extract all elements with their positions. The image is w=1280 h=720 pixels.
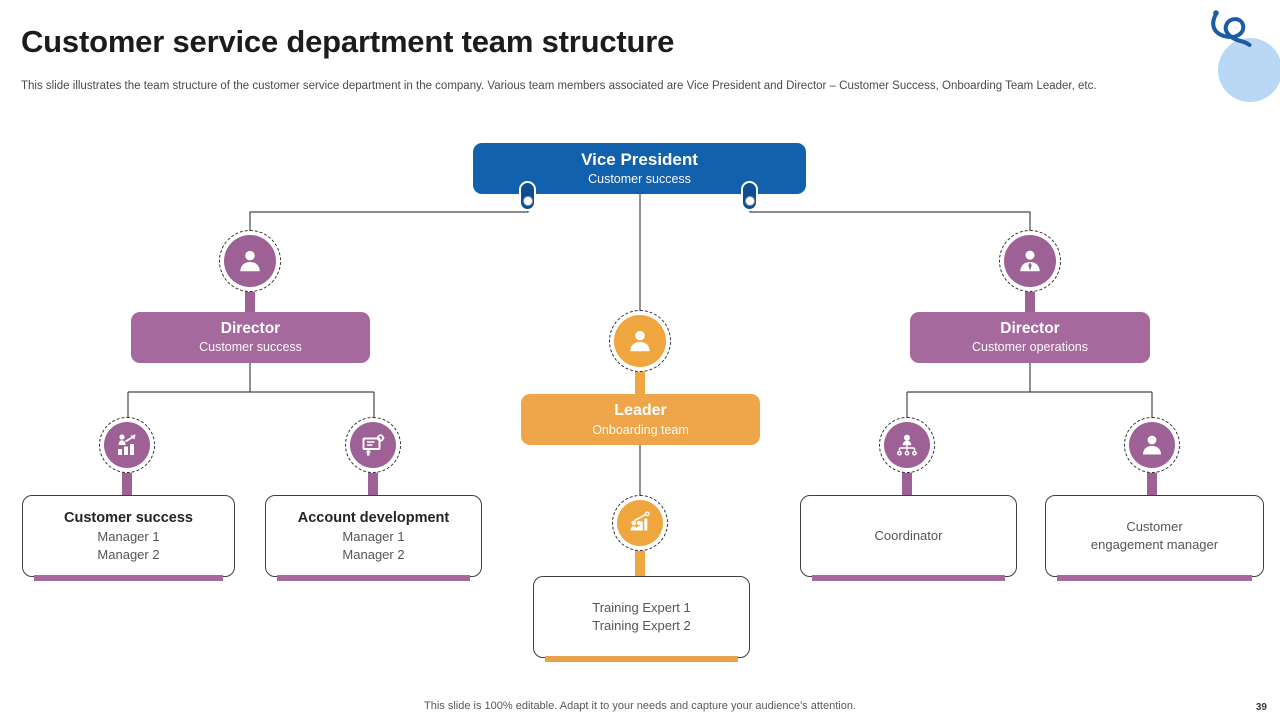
avatar [884,422,930,468]
org-hierarchy-gears-icon [897,434,917,456]
balloon-string-icon [1211,12,1252,47]
connector-pin-icon [519,181,536,211]
leaf-title: Customer success [64,509,193,526]
page-number: 39 [1255,702,1267,713]
page-title: Customer service department team structu… [21,24,675,59]
person-growth-chart-icon [118,434,136,455]
director-customer-success-avatar [219,230,281,292]
avatar [350,422,396,468]
leaf-training-experts: Training Expert 1 Training Expert 2 [533,576,750,662]
avatar [224,235,276,287]
balloon-decoration [1211,10,1280,102]
leaf-member: Manager 1 [97,528,160,544]
node-director-customer-operations: Director Customer operations [910,312,1150,363]
balloon-circle [1218,38,1280,102]
avatar [1129,422,1175,468]
avatar [1004,235,1056,287]
footer-note: This slide is 100% editable. Adapt it to… [424,700,856,712]
node-subtitle: Customer operations [971,340,1089,355]
leader-onboarding-avatar [609,310,671,372]
node-leader-onboarding-team: Leader Onboarding team [521,394,760,445]
account-development-team-avatar [345,417,401,473]
user-icon [240,250,260,272]
coordinator-avatar [879,417,935,473]
training-team-avatar [612,495,668,551]
leaf-accent-bar [34,575,223,581]
connector-pin-icon [741,181,758,211]
leaf-member: engagement manager [1090,537,1219,552]
node-director-customer-success: Director Customer success [131,312,370,363]
avatar [617,500,663,546]
leaf-member: Manager 2 [342,547,405,563]
page-subtitle: This slide illustrates the team structur… [21,80,1097,92]
avatar [614,315,666,367]
leaf-accent-bar [812,575,1005,581]
leaf-customer-success-managers: Customer success Manager 1 Manager 2 [22,495,235,581]
leaf-accent-bar [1057,575,1252,581]
leaf-member: Manager 1 [342,528,405,544]
node-title: Director [1000,320,1060,338]
node-title: Vice President [581,150,698,170]
leaf-member: Coordinator [874,527,943,543]
user-tie-icon [1020,250,1040,272]
leaf-account-development-managers: Account development Manager 1 Manager 2 [265,495,482,581]
leaf-member: Training Expert 2 [592,618,691,633]
leaf-title: Account development [297,509,450,526]
customer-engagement-manager-avatar [1124,417,1180,473]
leaf-member: Training Expert 1 [592,599,691,615]
node-title: Leader [614,401,667,419]
customer-success-team-avatar [99,417,155,473]
leaf-member: Manager 2 [97,547,160,563]
avatar [104,422,150,468]
node-subtitle: Onboarding team [592,422,689,437]
user-icon [630,330,650,352]
leaf-accent-bar [545,656,738,662]
leaf-coordinator: Coordinator [800,495,1017,581]
leaf-customer-engagement-manager: Customer engagement manager [1045,495,1264,581]
leaf-accent-bar [277,575,470,581]
node-subtitle: Customer success [588,172,691,187]
balloon-string-knot [1213,10,1219,16]
node-title: Director [220,320,281,338]
presentation-gear-icon [362,434,385,456]
team-growth-chart-icon [630,511,650,531]
leaf-member: Customer [1126,518,1183,534]
director-customer-operations-avatar [999,230,1061,292]
node-subtitle: Customer success [199,340,302,355]
user-icon [1143,435,1161,455]
